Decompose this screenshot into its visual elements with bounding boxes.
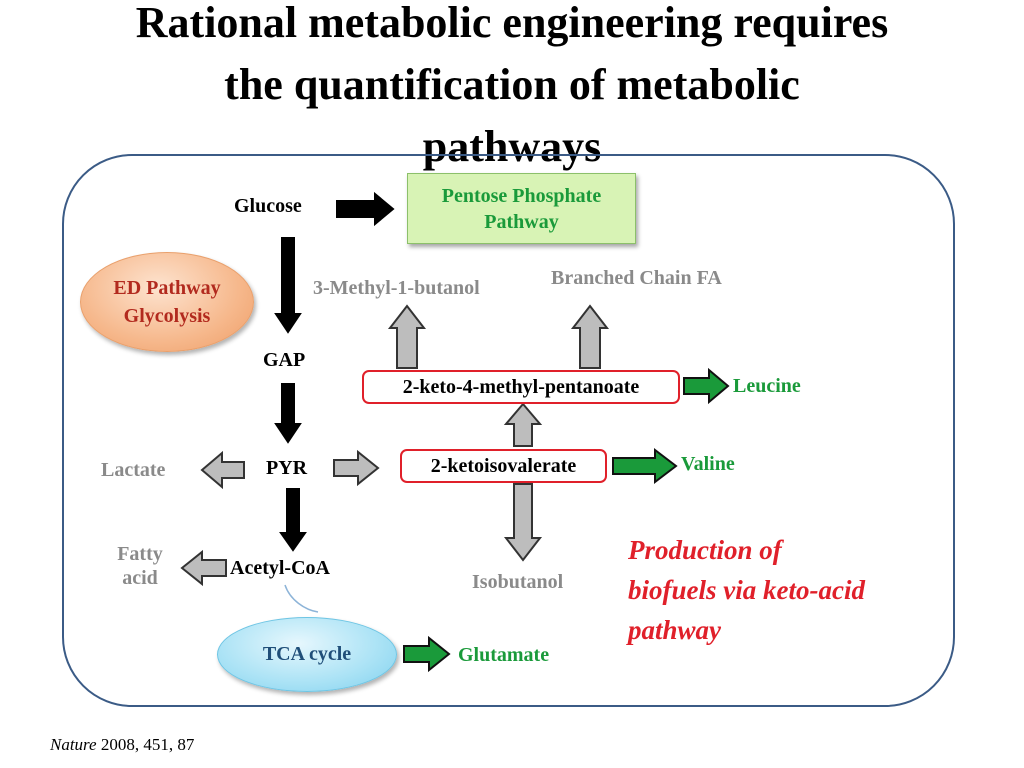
node-3-methyl-1-butanol: 3-Methyl-1-butanol [313,277,480,299]
arrow-to-branched-chain-fa [570,304,610,369]
arrow-pyr-to-acetylcoa [279,488,307,552]
arrow-to-methylbutanol [387,304,427,369]
node-glucose: Glucose [234,195,302,217]
citation-details: 2008, 451, 87 [96,735,195,754]
connector-acetylcoa-to-tca [284,584,319,613]
arrow-to-glutamate [403,635,451,673]
citation-journal: Nature [50,735,97,754]
diagram-frame [62,154,955,707]
citation: Nature 2008, 451, 87 [50,735,194,755]
node-2-keto-4-methyl-pentanoate: 2-keto-4-methyl-pentanoate [362,370,680,404]
arrow-to-leucine [683,367,730,405]
node-pyr: PYR [266,457,308,479]
node-gap: GAP [263,349,306,371]
ed-pathway-label: ED Pathway [113,277,221,299]
arrow-acetylcoa-to-fattyacid [180,549,227,587]
node-isobutanol: Isobutanol [472,571,564,593]
title-line-2: the quantification of metabolic [224,60,800,109]
production-note: Production of biofuels via keto-acid pat… [628,530,958,650]
node-fatty-acid: Fatty acid [104,542,176,590]
glycolysis-label: Glycolysis [123,305,211,327]
arrow-glucose-to-ppp [336,191,395,227]
node-leucine: Leucine [733,375,801,397]
node-2-ketoisovalerate: 2-ketoisovalerate [400,449,607,483]
arrow-ketoisovalerate-to-isobutanol [503,483,543,562]
arrow-pyr-to-ketoisovalerate [333,449,380,487]
node-lactate: Lactate [101,459,166,481]
node-ed-pathway-glycolysis: ED Pathway Glycolysis [80,252,254,352]
arrow-pyr-to-lactate [200,450,245,490]
note-line-3: pathway [628,615,722,645]
node-glutamate: Glutamate [458,644,550,666]
slide-title: Rational metabolic engineering requires … [0,0,1024,178]
title-line-1: Rational metabolic engineering requires [135,0,889,47]
fatty-acid-line-1: Fatty [117,543,163,565]
node-tca-cycle: TCA cycle [217,617,397,692]
arrow-to-valine [612,447,678,485]
fatty-acid-line-2: acid [122,567,158,589]
note-line-2: biofuels via keto-acid [628,575,865,605]
node-valine: Valine [681,453,735,475]
arrow-glucose-to-gap [274,237,302,334]
note-line-1: Production of [628,535,782,565]
node-acetyl-coa: Acetyl-CoA [230,557,330,579]
node-pentose-phosphate-pathway: Pentose Phosphate Pathway [407,173,636,244]
arrow-ketoisovalerate-to-ketopentanoate [503,402,543,447]
arrow-gap-to-pyr [274,383,302,444]
node-branched-chain-fa: Branched Chain FA [551,267,722,289]
title-line-3: pathways [422,122,602,171]
